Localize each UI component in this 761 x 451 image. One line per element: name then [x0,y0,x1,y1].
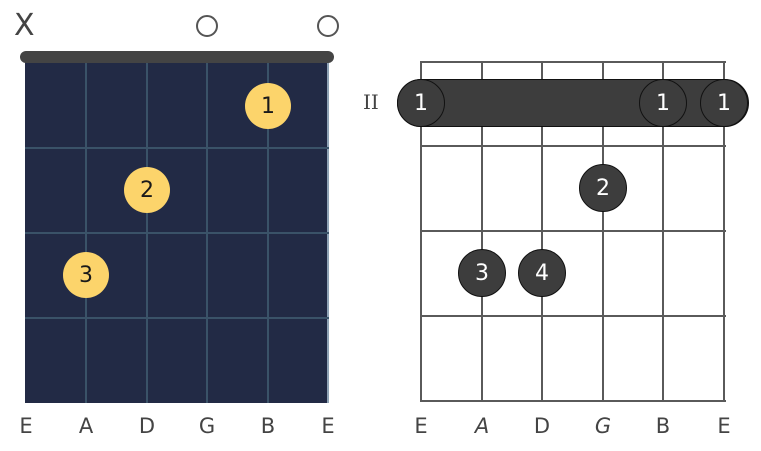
right-string-label-e-high: E [717,414,731,438]
left-fret-1 [25,147,329,149]
right-fret-4 [421,400,726,402]
finger-dot-2: 2 [124,167,170,213]
left-nut [20,51,334,63]
barre-dot-b: 1 [639,79,687,127]
left-string-label-g: G [198,414,216,438]
left-string-label-d: D [138,414,156,438]
left-string-g [206,58,208,403]
left-fret-3 [25,317,329,319]
open-string-marker-g [196,15,218,37]
right-string-label-b: B [655,414,671,438]
barre-dot-low-e: 1 [397,79,445,127]
left-string-d [146,58,148,403]
barre-dot-high-e: 1 [700,79,748,127]
left-string-label-a: A [78,414,94,438]
finger-dot-3: 3 [63,252,109,298]
right-string-label-g: G [594,414,612,438]
right-fret-2 [421,230,726,232]
left-string-b [267,58,269,403]
finger-dot-4-dark: 4 [518,249,566,297]
barre-bar [397,79,749,127]
right-string-label-d: D [533,414,551,438]
left-string-label-e-low: E [19,414,33,438]
finger-dot-3-dark: 3 [458,249,506,297]
left-string-label-b: B [260,414,276,438]
right-string-label-a: A [474,414,490,438]
start-fret-label: II [363,90,379,114]
right-string-label-e-low: E [414,414,428,438]
left-string-label-e-high: E [321,414,335,438]
finger-dot-2-dark: 2 [579,164,627,212]
left-string-a [85,58,87,403]
finger-dot-1: 1 [245,83,291,129]
right-top-line [421,61,726,63]
right-fret-1 [421,145,726,147]
mute-marker-low-e: X [14,8,35,43]
left-fret-2 [25,232,329,234]
open-string-marker-high-e [317,15,339,37]
right-fret-3 [421,315,726,317]
